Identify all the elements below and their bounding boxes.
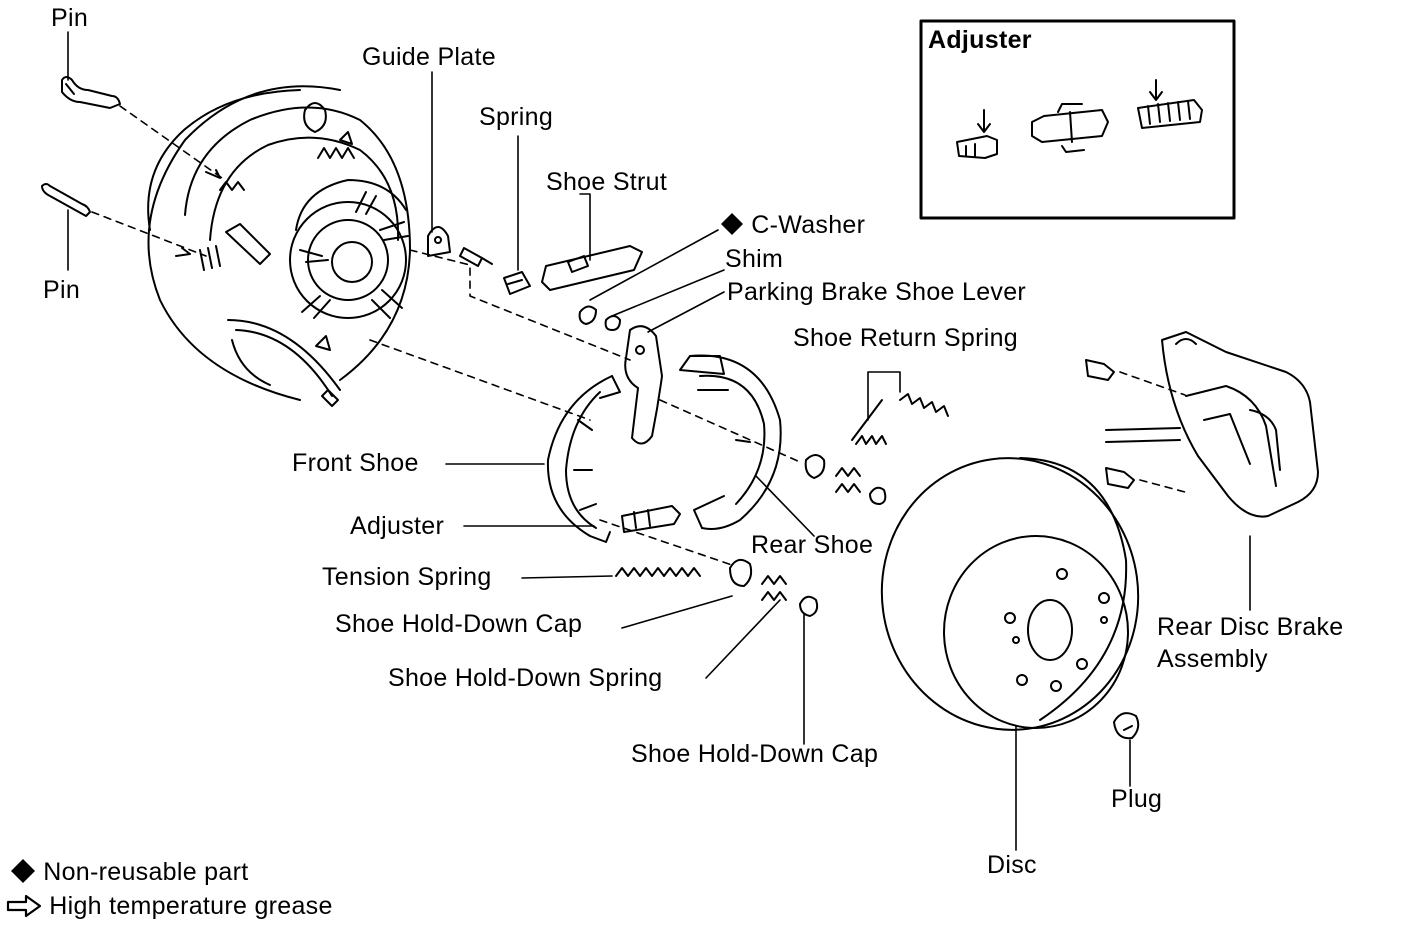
tension-spring-label: Tension Spring: [322, 563, 492, 591]
assembly-guide-lines: [91, 105, 1186, 566]
shoe-return-springs-part: [851, 393, 949, 445]
backing-plate: [147, 85, 411, 407]
rear-shoe-label: Rear Shoe: [751, 531, 874, 559]
spring-label: Spring: [479, 103, 554, 131]
pin-left-part: [41, 183, 91, 217]
pin-left-label: Pin: [43, 276, 81, 304]
plug-label: Plug: [1111, 785, 1163, 813]
rear-disc-brake-label-line2: Assembly: [1157, 645, 1268, 673]
disc-part: [880, 457, 1140, 731]
adjuster-inset: [919, 19, 1236, 220]
hold-down-parts: [729, 454, 887, 617]
brake-shoes: [546, 354, 782, 543]
plug-part: [1113, 712, 1140, 740]
guide-plate-label: Guide Plate: [362, 43, 496, 71]
hollow-arrow-icon: [6, 894, 42, 918]
shoe-hold-down-cap-label-2: Shoe Hold-Down Cap: [631, 740, 879, 768]
shoe-return-spring-label: Shoe Return Spring: [793, 324, 1018, 352]
pin-top-label: Pin: [51, 4, 89, 32]
parking-brake-lever-part: [624, 325, 663, 445]
front-shoe-label: Front Shoe: [292, 449, 419, 477]
rear-disc-brake-label-line1: Rear Disc Brake: [1157, 613, 1344, 641]
parking-brake-shoe-lever-label: Parking Brake Shoe Lever: [727, 278, 1027, 306]
disc-label: Disc: [987, 851, 1037, 879]
legend-grease: High temperature grease: [6, 894, 333, 919]
pin-top-part: [61, 76, 121, 109]
c-washer-label-group: C-Washer: [720, 212, 865, 238]
c-washer-label: C-Washer: [751, 211, 866, 239]
shoe-strut-label: Shoe Strut: [546, 168, 668, 196]
legend-grease-text: High temperature grease: [49, 892, 333, 920]
caliper-part: [1085, 331, 1319, 518]
legend-non-reusable: Non-reusable part: [10, 858, 248, 885]
adjuster-inset-title: Adjuster: [928, 26, 1032, 54]
adjuster-and-tension-spring: [615, 505, 701, 577]
leader-lines: [67, 31, 1251, 851]
shoe-hold-down-spring-label: Shoe Hold-Down Spring: [388, 664, 663, 692]
shoe-hold-down-cap-label-1: Shoe Hold-Down Cap: [335, 610, 583, 638]
small-parts: [427, 226, 643, 331]
diamond-icon: [11, 859, 35, 883]
shim-label: Shim: [725, 245, 784, 273]
diamond-icon: [721, 213, 743, 235]
adjuster-label: Adjuster: [350, 512, 445, 540]
legend-non-reusable-text: Non-reusable part: [43, 858, 249, 886]
